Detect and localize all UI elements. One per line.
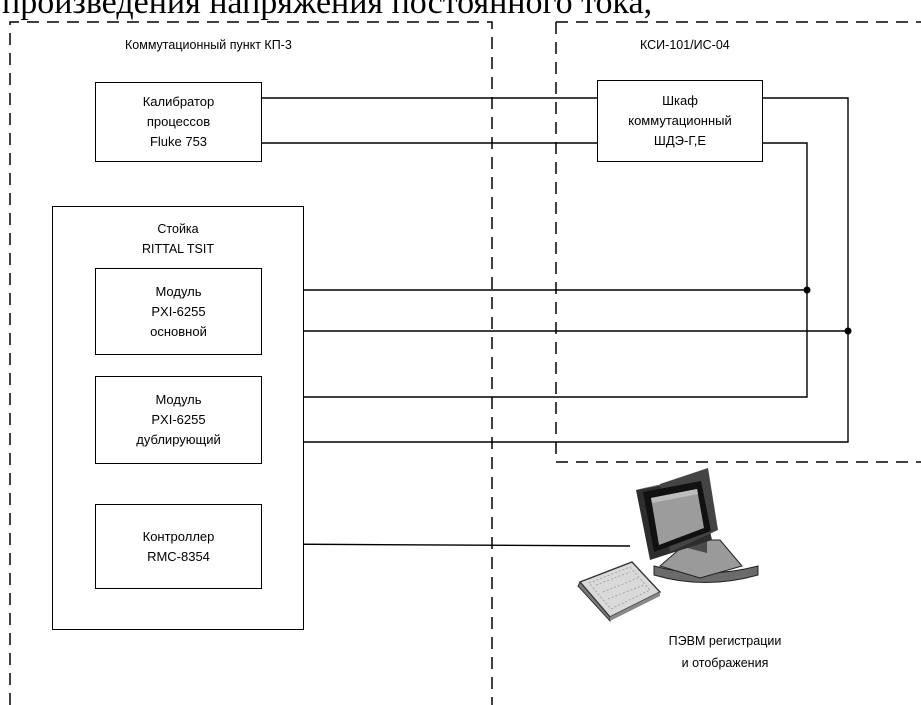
cabinet-label: Шкаф коммутационный ШДЭ-Г,Е: [628, 93, 732, 148]
cabinet-box: Шкаф коммутационный ШДЭ-Г,Е: [597, 80, 763, 162]
module-main-label: Модуль PXI-6255 основной: [150, 283, 207, 339]
pc-label: ПЭВМ регистрации и отображения: [668, 634, 782, 670]
left-zone-border: [9, 21, 493, 705]
monitor-icon: [636, 468, 759, 583]
heading-text: произведения напряжения постоянного тока…: [2, 0, 653, 21]
right-zone-title: КСИ-101/ИС-04: [640, 38, 730, 52]
rack-title: Стойка RITTAL TSIT: [142, 222, 214, 256]
wire-cabinet-right-bottom: [262, 142, 808, 398]
cut-off-heading: произведения напряжения постоянного тока…: [0, 0, 921, 24]
controller-label: Контроллер RMC-8354: [142, 528, 215, 564]
controller-box: Контроллер RMC-8354: [95, 504, 262, 589]
left-zone-title: Коммутационный пункт КП-3: [125, 38, 292, 52]
signal-lines: [261, 97, 849, 547]
keyboard-icon: [577, 561, 662, 623]
zone-borders: [9, 21, 921, 705]
wire-controller-pc: [261, 543, 631, 547]
module-backup-box: Модуль PXI-6255 дублирующий: [95, 376, 262, 464]
junction-dot-2: [844, 327, 852, 335]
module-main-box: Модуль PXI-6255 основной: [95, 268, 262, 355]
calibrator-box: Калибратор процессов Fluke 753: [95, 82, 262, 162]
calibrator-label: Калибратор процессов Fluke 753: [142, 94, 215, 149]
right-zone-border: [555, 22, 921, 463]
junction-dot-1: [803, 286, 811, 294]
module-backup-label: Модуль PXI-6255 дублирующий: [136, 392, 221, 447]
wire-cabinet-right-top: [262, 97, 849, 443]
